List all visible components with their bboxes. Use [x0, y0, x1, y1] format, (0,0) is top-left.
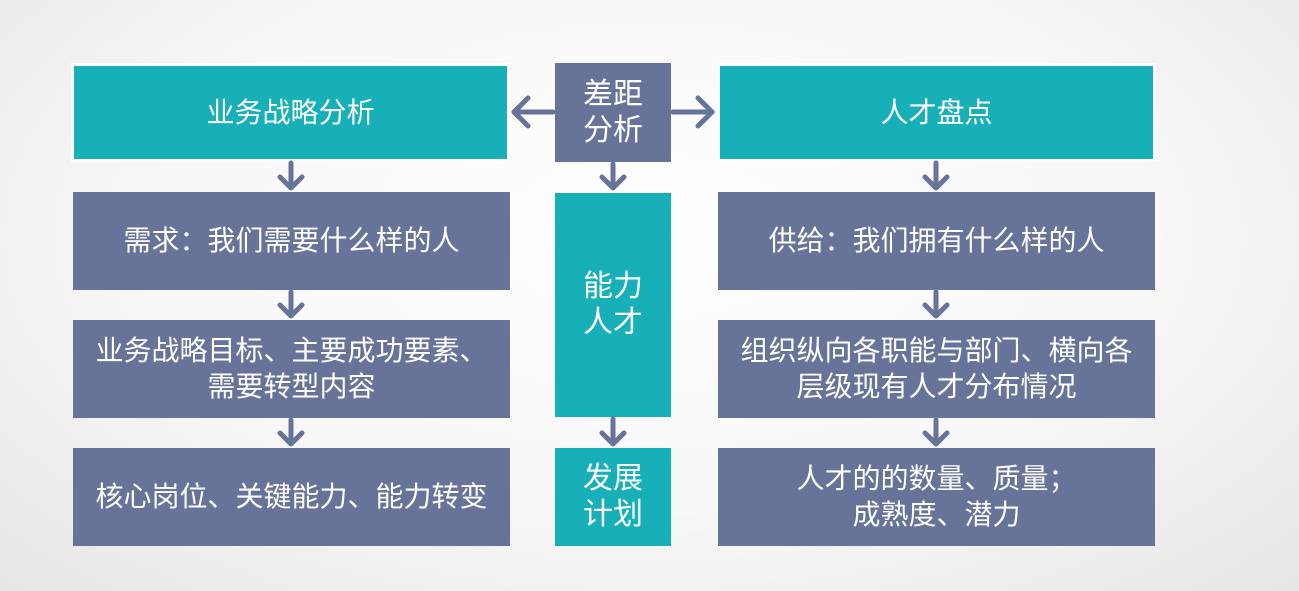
arrow-down-icon	[922, 289, 950, 319]
gap-analysis-label: 差距 分析	[583, 76, 643, 148]
strategy-goals-box: 业务战略目标、主要成功要素、 需要转型内容	[73, 320, 510, 418]
arrow-down-icon	[922, 160, 950, 191]
strategy-analysis-header: 业务战略分析	[71, 63, 510, 162]
talent-distribution-label: 组织纵向各职能与部门、横向各 层级现有人才分布情况	[740, 334, 1133, 403]
talent-review-label: 人才盘点	[880, 95, 993, 129]
arrow-down-icon	[599, 416, 627, 447]
demand-box: 需求：我们需要什么样的人	[73, 192, 510, 290]
supply-box: 供给：我们拥有什么样的人	[718, 192, 1155, 290]
strategy-analysis-label: 业务战略分析	[206, 95, 375, 129]
arrow-right-icon	[670, 95, 715, 129]
capability-talent-label: 能力 人才	[583, 269, 643, 340]
strategy-goals-label: 业务战略目标、主要成功要素、 需要转型内容	[95, 334, 488, 403]
arrow-down-icon	[277, 289, 305, 319]
talent-quantity-quality-box: 人才的的数量、质量； 成熟度、潜力	[718, 448, 1155, 546]
gap-analysis-box: 差距 分析	[555, 63, 671, 162]
arrow-left-icon	[511, 95, 556, 129]
arrow-down-icon	[277, 160, 305, 191]
supply-label: 供给：我们拥有什么样的人	[768, 224, 1105, 257]
demand-label: 需求：我们需要什么样的人	[123, 224, 460, 257]
talent-quantity-quality-label: 人才的的数量、质量； 成熟度、潜力	[796, 462, 1077, 531]
arrow-down-icon	[277, 417, 305, 447]
capability-talent-box: 能力 人才	[555, 193, 671, 417]
arrow-down-icon	[599, 161, 627, 191]
core-positions-box: 核心岗位、关键能力、能力转变	[73, 448, 510, 546]
arrow-down-icon	[922, 417, 950, 447]
core-positions-label: 核心岗位、关键能力、能力转变	[95, 480, 488, 513]
development-plan-label: 发展 计划	[583, 461, 643, 532]
talent-review-header: 人才盘点	[717, 63, 1156, 162]
development-plan-box: 发展 计划	[555, 448, 671, 546]
talent-distribution-box: 组织纵向各职能与部门、横向各 层级现有人才分布情况	[718, 320, 1155, 418]
